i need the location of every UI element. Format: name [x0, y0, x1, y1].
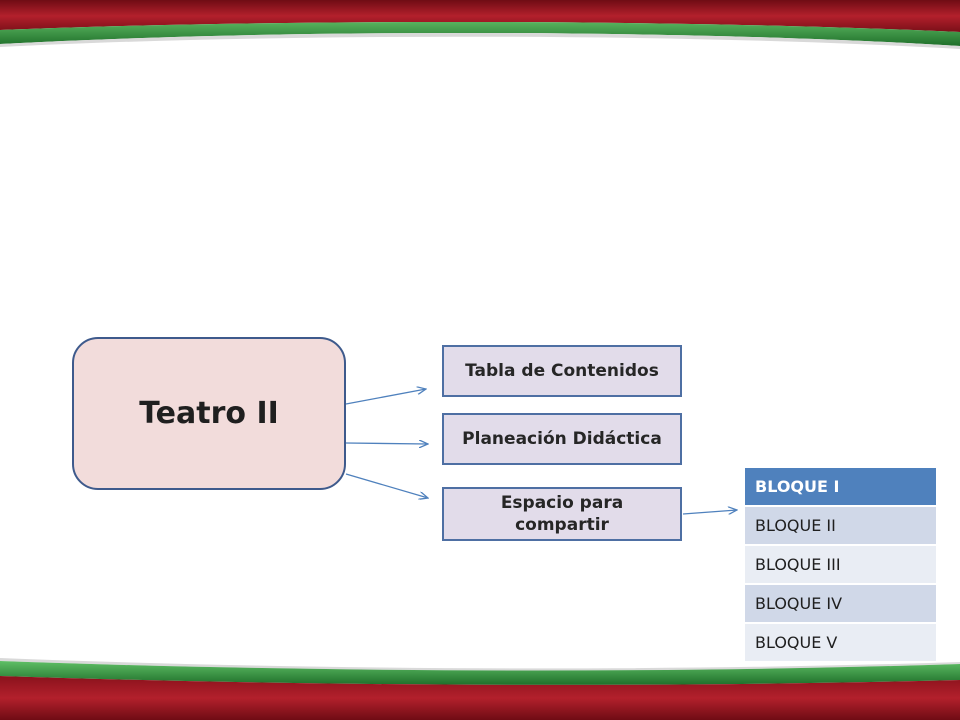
bloque-cell: BLOQUE III [745, 545, 936, 585]
node-tabla-de-contenidos[interactable]: Tabla de Contenidos [442, 345, 682, 397]
node-espacio-label: Espacio para compartir [500, 492, 624, 535]
table-row[interactable]: BLOQUE I [745, 468, 936, 507]
bloque-cell: BLOQUE IV [745, 584, 936, 624]
main-node-teatro[interactable]: Teatro II [72, 337, 346, 490]
bloque-cell: BLOQUE II [745, 506, 936, 546]
bloque-cell: BLOQUE V [745, 623, 936, 663]
bottom-band-graphic [0, 658, 960, 720]
connector-to-tabla [345, 389, 426, 405]
bottom-decorative-band [0, 656, 960, 720]
node-planeacion-label: Planeación Didáctica [462, 428, 662, 449]
node-planeacion-didactica[interactable]: Planeación Didáctica [442, 413, 682, 465]
top-decorative-band [0, 0, 960, 50]
bloque-cell: BLOQUE I [745, 468, 936, 507]
table-row[interactable]: BLOQUE IV [745, 584, 936, 624]
top-band-graphic [0, 0, 960, 49]
connector-to-planeacion [345, 443, 428, 444]
node-tabla-label: Tabla de Contenidos [465, 360, 659, 381]
main-node-label: Teatro II [139, 396, 279, 431]
table-row[interactable]: BLOQUE III [745, 545, 936, 585]
connector-to-bloques [682, 510, 737, 514]
node-espacio-para-compartir[interactable]: Espacio para compartir [442, 487, 682, 541]
connector-to-espacio [345, 473, 428, 498]
table-row[interactable]: BLOQUE II [745, 506, 936, 546]
bloques-table: BLOQUE I BLOQUE II BLOQUE III BLOQUE IV … [745, 468, 936, 663]
table-row[interactable]: BLOQUE V [745, 623, 936, 663]
